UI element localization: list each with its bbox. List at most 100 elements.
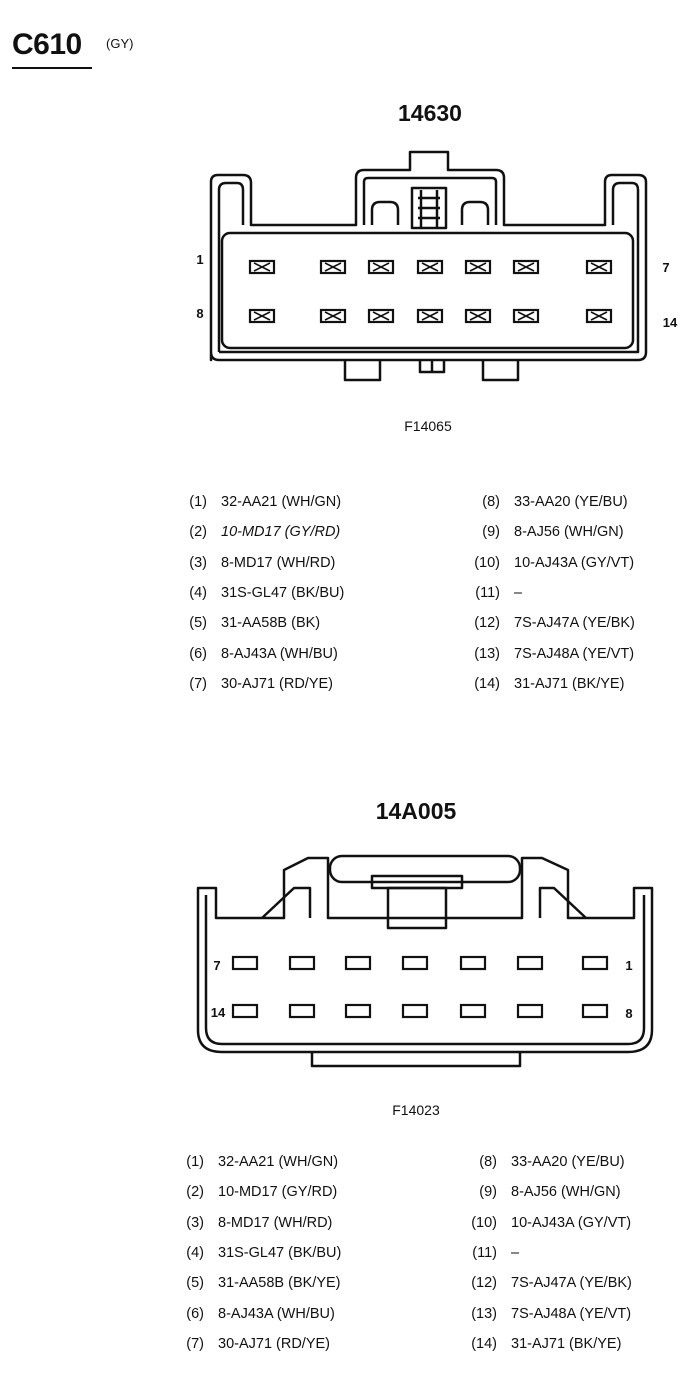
pin-cavity (416, 308, 444, 324)
pinout-row: (7) 30-AJ71 (RD/YE) (173, 676, 333, 692)
pin-number: (14) (474, 675, 500, 692)
pin-cavity (464, 259, 492, 275)
pinout-row: (11)– (466, 585, 522, 601)
pin-cavity (512, 259, 540, 275)
pin-number: (11) (475, 584, 500, 601)
wire-circuit: 7S-AJ48A (YE/VT) (511, 1305, 632, 1322)
pin-number: (9) (482, 524, 500, 541)
wire-circuit: 8-AJ56 (WH/GN) (514, 524, 624, 541)
pinout-row: (8)33-AA20 (YE/BU) (466, 494, 627, 510)
pinout-row: (5)31-AA58B (BK/YE) (170, 1275, 341, 1292)
pinout-row: (13) 7S-AJ48A (YE/VT) (466, 646, 634, 662)
pin-label-8: 8 (196, 306, 204, 321)
pinout-row: (3)8-MD17 (WH/RD) (173, 555, 335, 571)
pin-cavity (464, 308, 492, 324)
pinout-row: (11)– (463, 1245, 519, 1261)
pin-number: (4) (186, 1244, 204, 1261)
pin-label-8: 8 (625, 1006, 633, 1021)
pinout-row: (9) 8-AJ56 (WH/GN) (466, 524, 624, 541)
wire-circuit: 8-AJ43A (WH/BU) (218, 1305, 335, 1322)
wire-circuit: – (514, 584, 523, 601)
wire-circuit: 32-AA21 (WH/GN) (221, 494, 342, 510)
pin-cavity (288, 1003, 316, 1019)
connector-1-pins (248, 259, 613, 324)
pinout-row: (6) 8-AJ43A (WH/BU) (173, 646, 338, 662)
pin-number: (13) (471, 1305, 497, 1322)
pin-label-7: 7 (662, 260, 670, 275)
wire-circuit: 32-AA21 (WH/GN) (218, 1154, 339, 1170)
pin-number: (10) (471, 1214, 497, 1231)
pin-number: (4) (189, 584, 207, 601)
wire-circuit: 8-MD17 (WH/RD) (221, 554, 336, 571)
pin-number: (8) (482, 494, 500, 510)
wire-circuit: 10-MD17 (GY/RD) (218, 1184, 338, 1201)
pinout-row: (7)30-AJ71 (RD/YE) (170, 1336, 330, 1352)
pin-number: (1) (186, 1154, 204, 1170)
pinout-row: (4) 31S-GL47 (BK/BU) (173, 585, 344, 601)
pin-cavity (248, 308, 276, 324)
pin-cavity (231, 955, 259, 971)
pin-label-14: 14 (210, 1005, 226, 1020)
pin-cavity (581, 1003, 609, 1019)
wire-circuit: 31S-GL47 (BK/BU) (218, 1244, 342, 1261)
pinout-row: (10) 10-AJ43A (GY/VT) (466, 555, 634, 571)
wire-circuit: 8-MD17 (WH/RD) (218, 1214, 333, 1231)
pinout-row: (14) 31-AJ71 (BK/YE) (466, 676, 624, 692)
connector-color: (GY) (106, 36, 134, 51)
connector-1-figure-code: F14065 (404, 418, 452, 434)
wire-circuit: 7S-AJ47A (YE/BK) (514, 615, 635, 632)
pin-cavity (516, 955, 544, 971)
pin-cavity (367, 308, 395, 324)
pinout-row: (12)7S-AJ47A (YE/BK) (463, 1275, 632, 1291)
pin-cavity (319, 259, 347, 275)
pinout-row: (8)33-AA20 (YE/BU) (463, 1154, 624, 1170)
connector-id-underline (12, 67, 92, 69)
wire-circuit: – (511, 1244, 520, 1261)
wire-circuit: 8-AJ43A (WH/BU) (221, 645, 338, 662)
pin-number: (11) (472, 1244, 497, 1261)
pin-cavity (319, 308, 347, 324)
pinout-row: (1) 32-AA21 (WH/GN) (170, 1154, 338, 1170)
wire-circuit: 31-AJ71 (BK/YE) (511, 1335, 622, 1352)
pin-number: (3) (186, 1214, 204, 1231)
wire-circuit: 30-AJ71 (RD/YE) (218, 1335, 331, 1352)
pin-cavity (367, 259, 395, 275)
pin-label-1: 1 (625, 958, 633, 973)
pin-cavity (401, 955, 429, 971)
wire-circuit: 30-AJ71 (RD/YE) (221, 675, 334, 692)
wire-circuit: 31-AA58B (BK/YE) (218, 1275, 341, 1292)
pin-number: (10) (474, 554, 500, 571)
pin-number: (12) (474, 615, 500, 632)
pin-cavity (344, 955, 372, 971)
connector-id: C610 (12, 28, 82, 61)
pin-cavity (585, 259, 613, 275)
connector-1-drawing (209, 150, 648, 382)
pin-cavity (231, 1003, 259, 1019)
pin-label-1: 1 (196, 252, 204, 267)
pin-number: (1) (189, 494, 207, 510)
pinout-row: (5)31-AA58B (BK) (173, 615, 320, 631)
wire-circuit: 31-AJ71 (BK/YE) (514, 675, 625, 692)
connector-2-part-number: 14A005 (375, 798, 457, 824)
pin-cavity (581, 955, 609, 971)
pin-number: (6) (186, 1305, 204, 1322)
connector-2-pins (231, 955, 609, 1019)
pin-number: (13) (474, 645, 500, 662)
pin-number: (2) (186, 1184, 204, 1201)
wire-circuit: 31S-GL47 (BK/BU) (221, 584, 345, 601)
pin-number: (7) (189, 675, 207, 692)
pin-number: (9) (479, 1184, 497, 1201)
pin-number: (6) (189, 645, 207, 662)
wire-circuit: 7S-AJ48A (YE/VT) (514, 645, 635, 662)
connector-2-drawing (196, 854, 654, 1068)
pinout-row: (10)10-AJ43A (GY/VT) (463, 1215, 631, 1231)
pinout-row: (9)8-AJ56 (WH/GN) (463, 1184, 620, 1201)
pin-cavity (516, 1003, 544, 1019)
pinout-row: (14)31-AJ71 (BK/YE) (463, 1336, 621, 1352)
pin-cavity (459, 955, 487, 971)
pinout-row: (1) 32-AA21 (WH/GN) (173, 494, 341, 510)
wire-circuit: 10-MD17 (GY/RD) (221, 524, 341, 541)
wire-circuit: 31-AA58B (BK) (221, 615, 321, 632)
wire-circuit: 10-AJ43A (GY/VT) (514, 554, 635, 571)
